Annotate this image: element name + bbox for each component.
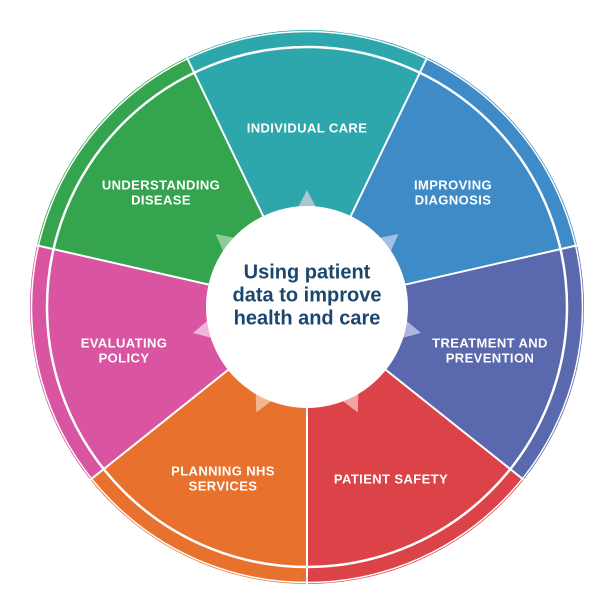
segment-wedge-0 bbox=[186, 29, 428, 308]
center-circle bbox=[206, 206, 408, 408]
inner-keyline-ring bbox=[45, 45, 569, 569]
outer-rim bbox=[30, 30, 584, 584]
